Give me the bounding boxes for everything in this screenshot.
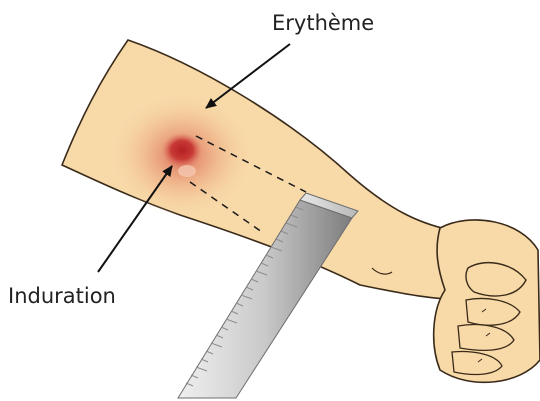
induration-highlight [178,165,196,177]
induration-label: Induration [8,284,116,308]
fist [434,220,540,382]
induration-core [162,133,202,167]
erythema-label: Erythème [272,11,374,35]
